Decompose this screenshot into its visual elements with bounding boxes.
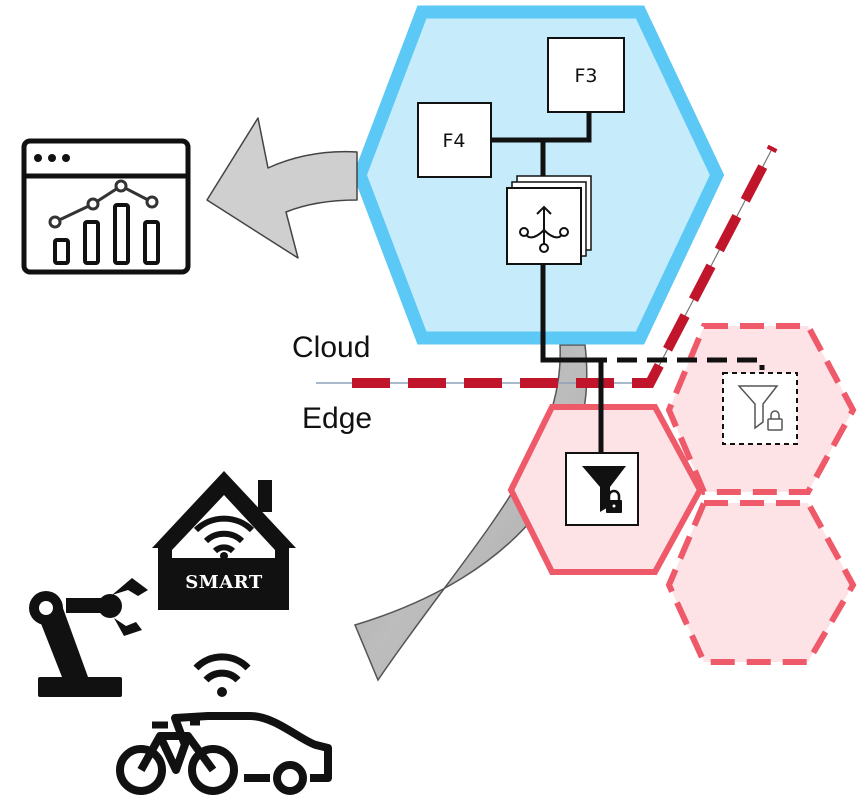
robot-arm-icon: [29, 578, 148, 697]
smart-home-label: SMART: [185, 572, 263, 593]
edge-label: Edge: [302, 402, 372, 435]
function-f3-box: F3: [547, 37, 625, 113]
broadcast-share-icon: [506, 175, 592, 265]
cloud-to-edge-connector: [540, 264, 604, 455]
locked-filter-outline-icon: [722, 372, 798, 445]
cloud-label: Cloud: [292, 331, 370, 364]
smart-home-wifi-icon: SMART: [152, 471, 296, 610]
function-f4-box: F4: [417, 102, 492, 178]
cloud-edge-boundary: [352, 144, 778, 388]
wifi-icon: [193, 653, 251, 697]
car-icon: [171, 712, 332, 795]
edge-to-cloud-flow-arrow: [353, 344, 588, 682]
edge-hexagon-pending-2: [665, 500, 857, 665]
f3-connector: [543, 112, 592, 143]
dashboard-chart-icon: [21, 138, 191, 275]
cloud-hexagon: [353, 5, 725, 345]
planned-connection: [587, 357, 765, 370]
bicycle-icon: [116, 718, 238, 795]
locked-filter-icon: [565, 452, 639, 526]
cloud-to-dashboard-arrow: [206, 117, 358, 259]
function-f4-label: F4: [442, 130, 465, 152]
function-f3-label: F3: [574, 65, 597, 87]
